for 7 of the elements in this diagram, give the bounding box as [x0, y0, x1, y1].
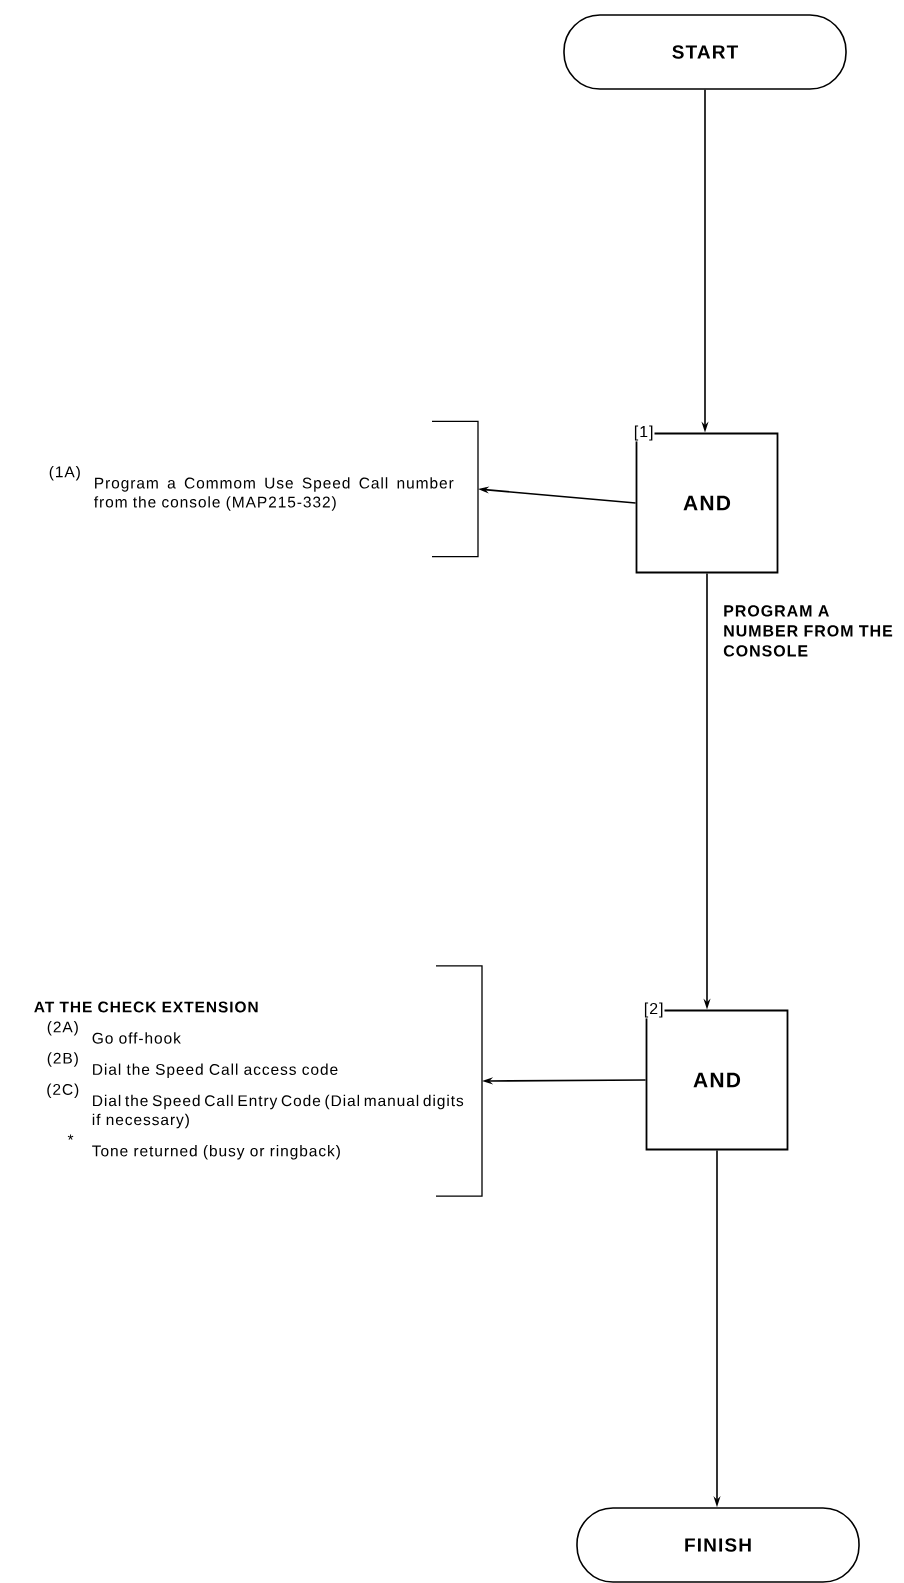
- step-number: [2]: [642, 1001, 665, 1019]
- terminal-box: START: [563, 14, 847, 90]
- step-number: [1]: [632, 424, 655, 442]
- terminal-box: FINISH: [576, 1507, 860, 1583]
- bracketed-note: AT THE CHECK EXTENSION (2A) Go off-hook (2B) Dial the Speed Call access code (2C) Dial the Speed Call Entry Code (Dial manual digits if necessary) * Tone returned (busy or ringback): [34, 965, 483, 1197]
- bracketed-note: (1A) Program a Commom Use Speed Call number from the console (MAP215-332): [49, 420, 479, 558]
- edge-label: PROGRAM A NUMBER FROM THE CONSOLE: [722, 604, 904, 658]
